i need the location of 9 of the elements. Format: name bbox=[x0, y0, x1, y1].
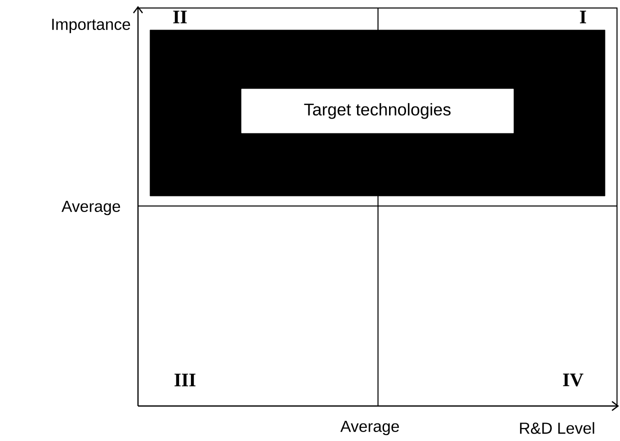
quadrant-number: II bbox=[173, 10, 187, 24]
axis-label: Importance bbox=[52, 18, 130, 34]
axis-label: Average bbox=[62, 200, 120, 216]
label-box: Target technologies bbox=[241, 88, 514, 134]
quadrant-number: I bbox=[580, 10, 586, 24]
quadrant-number: IV bbox=[563, 374, 584, 386]
axis-label: Average bbox=[340, 420, 399, 436]
quadrant-number: III bbox=[174, 374, 196, 386]
axis-label: R&D Level bbox=[520, 422, 594, 434]
